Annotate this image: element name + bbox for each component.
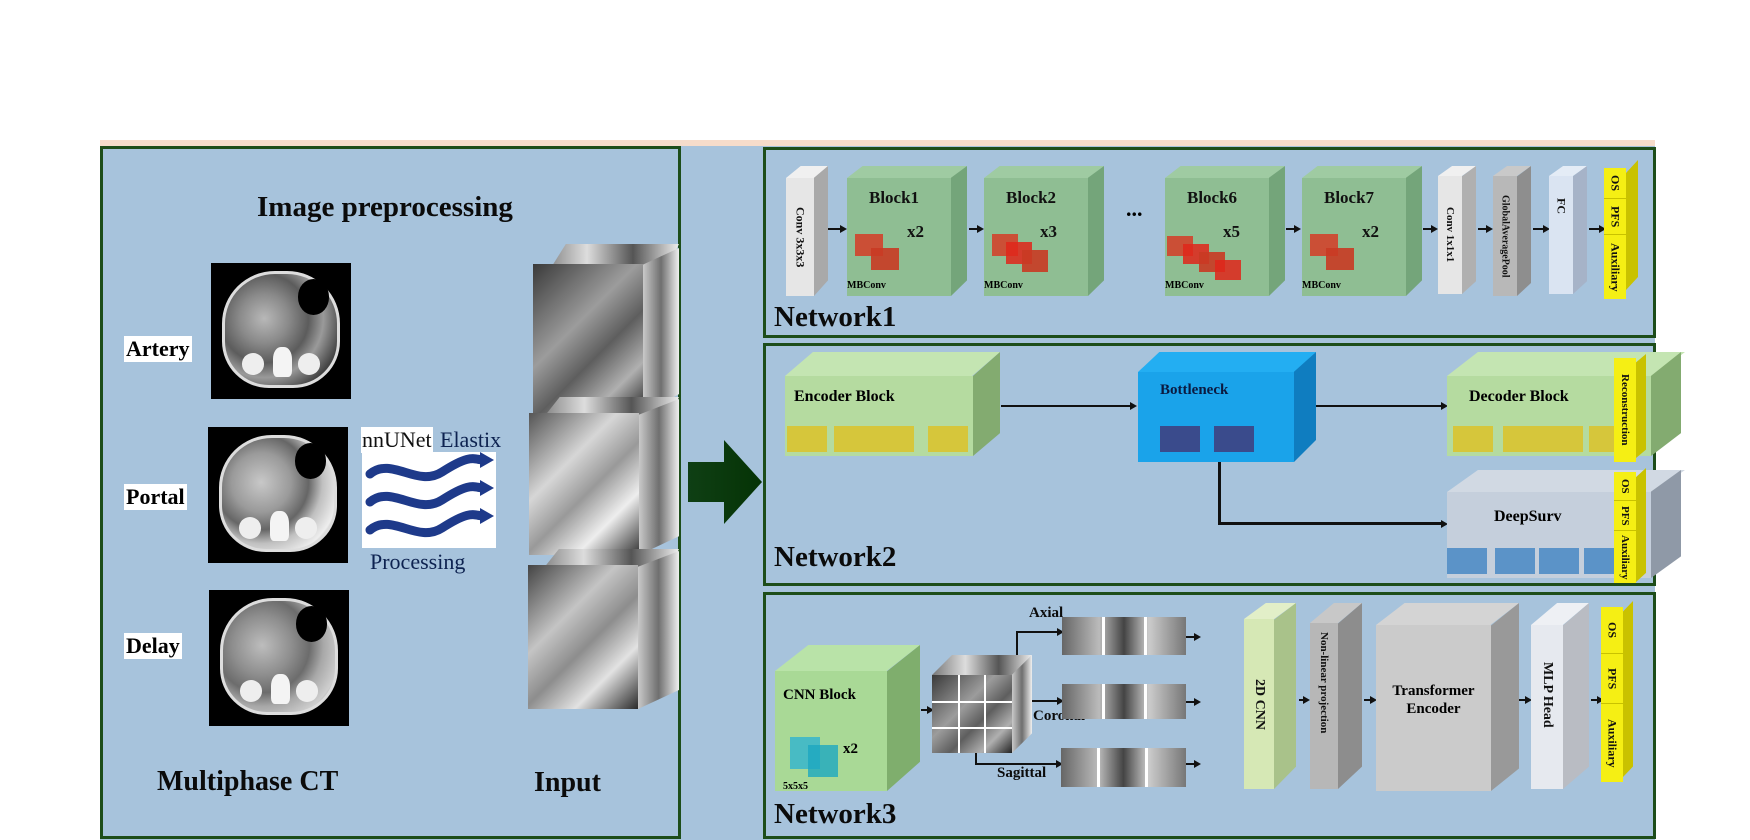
- preprocessing-panel: Image preprocessing Artery Portal Delay …: [100, 146, 681, 839]
- block2-sub: MBConv: [984, 280, 1023, 291]
- output-auxiliary: Auxiliary: [1601, 703, 1623, 782]
- block7-sub: MBConv: [1302, 280, 1341, 291]
- ct-image-delay: [209, 590, 349, 726]
- tool-elastix: Elastix: [440, 427, 502, 452]
- ct-image-portal: [208, 427, 348, 563]
- global-average-pool-layer: GlobalAveragePool: [1493, 166, 1531, 296]
- fc-layer: FC: [1549, 166, 1587, 294]
- axial-slices: [1062, 617, 1186, 655]
- mlp-head-label: MLP Head: [1540, 662, 1555, 728]
- block7-cube: Block7 x2 MBConv: [1302, 166, 1422, 296]
- input-volume-delay: [528, 549, 679, 709]
- preprocessing-title: Image preprocessing: [257, 191, 513, 223]
- output-auxiliary: Auxiliary: [1604, 234, 1626, 299]
- encoder-block: Encoder Block: [785, 352, 1000, 456]
- phase-label-portal: Portal: [124, 484, 187, 510]
- conv1x1x1-label: Conv 1x1x1: [1444, 207, 1456, 263]
- projection-label: Non-linear projection: [1318, 632, 1330, 734]
- deepsurv-label: DeepSurv: [1494, 508, 1562, 525]
- network2-outputs: OS PFS Auxiliary: [1614, 468, 1648, 586]
- network3-label: Network3: [774, 798, 897, 830]
- view-label-sagittal: Sagittal: [997, 765, 1047, 781]
- conv3x3x3-layer: Conv 3x3x3: [786, 166, 828, 296]
- transformer-label-line2: Encoder: [1406, 701, 1461, 717]
- output-os: OS: [1601, 607, 1623, 653]
- cnn-kernel: 5x5x5: [783, 781, 808, 792]
- conv3x3x3-label: Conv 3x3x3: [793, 206, 808, 268]
- output-reconstruction: Reconstruction: [1614, 358, 1636, 462]
- fc-label: FC: [1554, 198, 1569, 214]
- network3-panel: CNN Block x2 5x5x5 Axial Coronal Sagitta…: [763, 592, 1656, 839]
- output-pfs: PFS: [1614, 500, 1636, 531]
- decoder-label: Decoder Block: [1469, 388, 1569, 405]
- cnn-block-label: CNN Block: [783, 687, 856, 703]
- nonlinear-projection-layer: Non-linear projection: [1310, 603, 1362, 789]
- block1-cube: Block1 x2 MBConv: [847, 166, 967, 296]
- network1-panel: Conv 3x3x3 Block1 x2 MBConv Block2 x3 MB…: [763, 147, 1656, 338]
- output-os: OS: [1604, 168, 1626, 198]
- ellipsis: ...: [1126, 196, 1143, 221]
- ct-image-artery: [211, 263, 351, 399]
- bottleneck-block: Bottleneck: [1138, 352, 1316, 462]
- cnn2d-layer: 2D CNN: [1244, 603, 1296, 789]
- phase-label-delay: Delay: [124, 633, 182, 659]
- view-label-axial: Axial: [1029, 605, 1064, 621]
- mbconv-cube-icon: [871, 248, 899, 270]
- output-auxiliary: Auxiliary: [1614, 530, 1636, 583]
- block6-sub: MBConv: [1165, 280, 1204, 291]
- multiphase-ct-label: Multiphase CT: [157, 766, 339, 797]
- cnn-repeat: x2: [843, 741, 858, 757]
- sagittal-slices: [1061, 748, 1186, 787]
- conv1x1x1-layer: Conv 1x1x1: [1438, 166, 1476, 294]
- input-volume-artery: [533, 244, 679, 414]
- phase-label-artery: Artery: [124, 336, 192, 362]
- encoder-label: Encoder Block: [794, 388, 895, 405]
- block7-repeat: x2: [1362, 222, 1379, 241]
- block6-label: Block6: [1187, 188, 1238, 207]
- output-pfs: PFS: [1601, 653, 1623, 704]
- cnn-cube-icon: [808, 745, 838, 777]
- pool-label: GlobalAveragePool: [1499, 194, 1511, 278]
- mlp-head-layer: MLP Head: [1531, 603, 1589, 789]
- processing-waves-icon: [362, 452, 496, 548]
- cnn-block: CNN Block x2 5x5x5: [775, 645, 920, 792]
- block6-repeat: x5: [1223, 222, 1240, 241]
- network2-label: Network2: [774, 541, 897, 573]
- block7-label: Block7: [1324, 188, 1375, 207]
- transformer-label-line1: Transformer: [1392, 683, 1475, 699]
- mbconv-cube-icon: [1215, 260, 1241, 280]
- block6-cube: Block6 x5 MBConv: [1165, 166, 1285, 296]
- patch-volume: [932, 655, 1032, 753]
- coronal-slices: [1062, 684, 1186, 719]
- transformer-encoder-block: Transformer Encoder: [1376, 603, 1519, 791]
- top-strip: [100, 140, 1655, 146]
- deepsurv-block: DeepSurv: [1447, 470, 1687, 578]
- block2-repeat: x3: [1040, 222, 1057, 241]
- block1-label: Block1: [869, 188, 920, 207]
- flow-arrow-icon: [688, 440, 762, 524]
- input-volume-portal: [529, 397, 679, 555]
- processing-label: Processing: [370, 549, 466, 574]
- network3-outputs: OS PFS Auxiliary: [1601, 601, 1635, 787]
- network2-panel: Encoder Block Bottleneck Decoder Block D…: [763, 343, 1685, 586]
- input-label: Input: [534, 767, 601, 798]
- decoder-block: Decoder Block: [1447, 352, 1687, 456]
- tool-nnunet: nnUNet: [361, 427, 433, 453]
- block2-label: Block2: [1006, 188, 1057, 207]
- output-os: OS: [1614, 472, 1636, 500]
- block1-repeat: x2: [907, 222, 924, 241]
- reconstruction-output: Reconstruction: [1614, 354, 1648, 462]
- mbconv-cube-icon: [1022, 250, 1048, 272]
- block2-cube: Block2 x3 MBConv: [984, 166, 1104, 296]
- block1-sub: MBConv: [847, 280, 886, 291]
- output-pfs: PFS: [1604, 198, 1626, 235]
- cnn2d-label: 2D CNN: [1252, 678, 1267, 730]
- bottleneck-label: Bottleneck: [1160, 382, 1229, 398]
- network1-outputs: OS PFS Auxiliary: [1604, 160, 1638, 299]
- mbconv-cube-icon: [1326, 248, 1354, 270]
- network1-label: Network1: [774, 301, 897, 333]
